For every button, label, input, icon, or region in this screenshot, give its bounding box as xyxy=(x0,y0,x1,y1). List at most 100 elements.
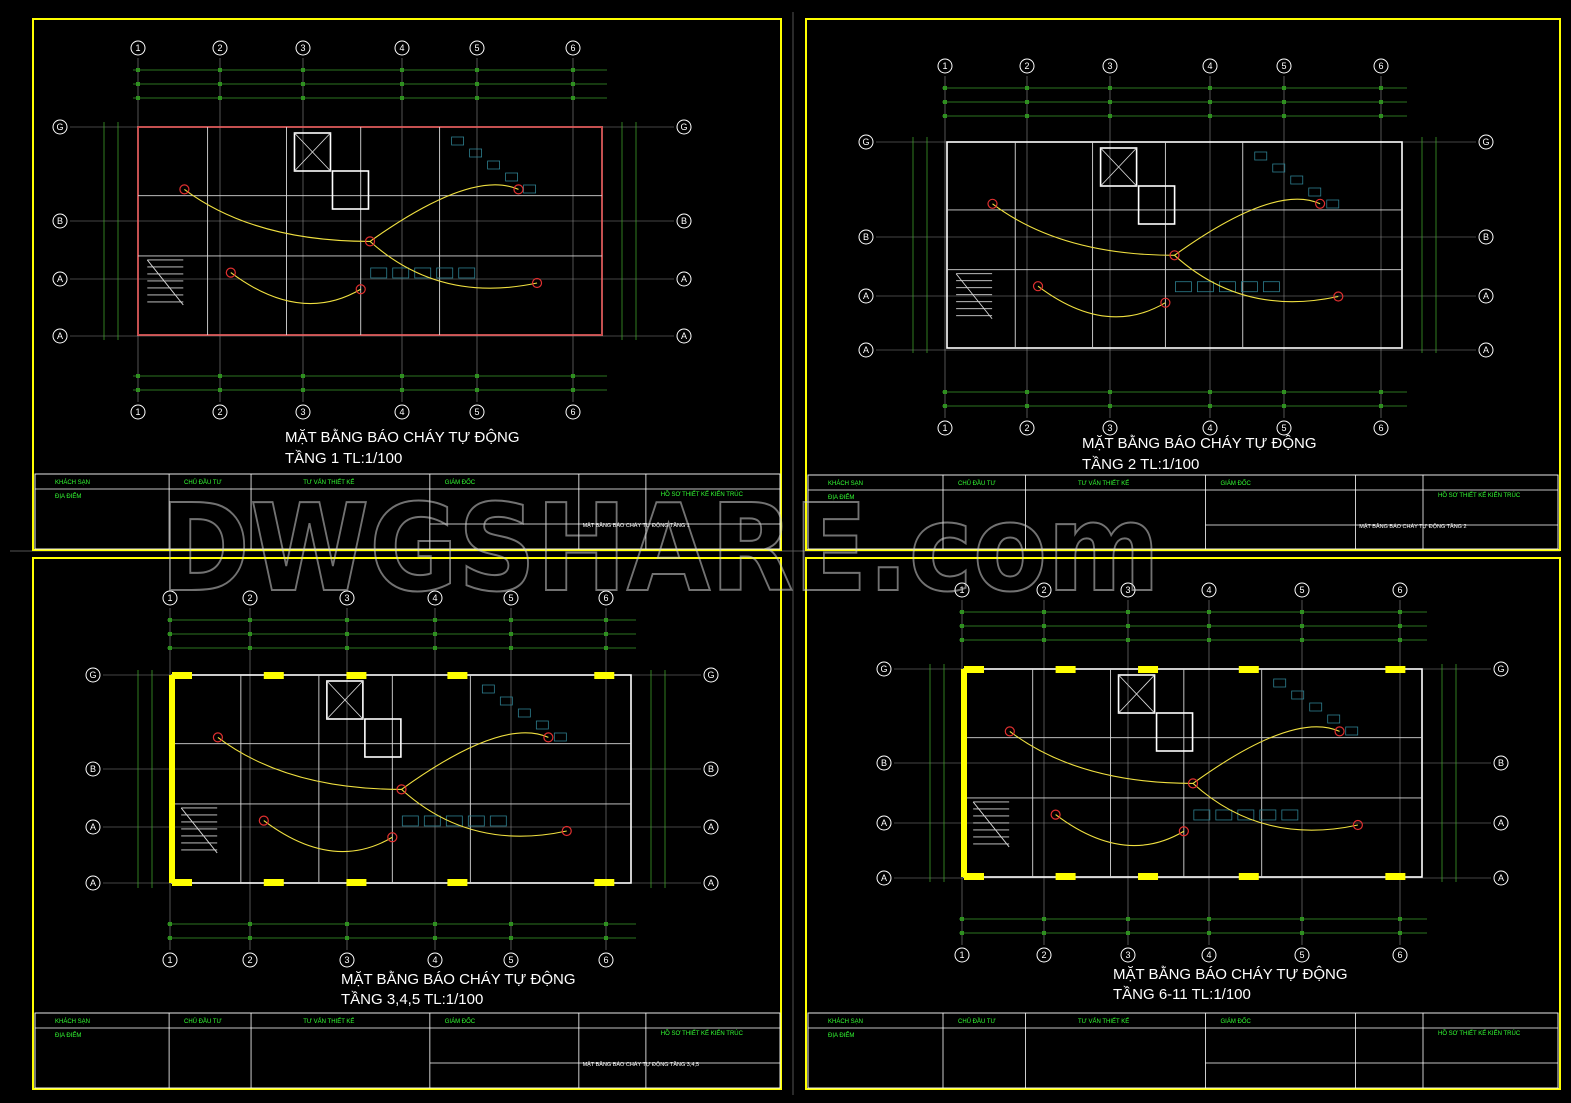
elevator-shaft xyxy=(293,132,332,172)
furniture xyxy=(445,815,463,827)
axis-bubble-bottom xyxy=(339,952,355,968)
furniture xyxy=(1193,809,1211,821)
furniture xyxy=(1309,702,1323,712)
dimension-tick xyxy=(1398,917,1402,921)
dimension-tick xyxy=(168,646,172,650)
axis-bubble-top xyxy=(427,590,443,606)
axis-label-top: 4 xyxy=(1207,61,1212,71)
dimension-tick xyxy=(1108,100,1112,104)
smoke-detector-icon xyxy=(179,184,190,195)
title-block-frame xyxy=(34,473,781,550)
dimension-tick xyxy=(1379,390,1383,394)
axis-label-bottom: 5 xyxy=(474,407,479,417)
axis-bubble-bottom xyxy=(469,404,485,420)
structural-column xyxy=(172,879,192,886)
sheet-title-line1: MẶT BẰNG BÁO CHÁY TỰ ĐỘNG xyxy=(285,428,520,446)
dimension-tick xyxy=(1398,638,1402,642)
axis-label-top: 5 xyxy=(1299,585,1304,595)
dimension-tick xyxy=(1379,404,1383,408)
stair-arrow xyxy=(180,807,218,854)
dimension-tick xyxy=(943,404,947,408)
smoke-detector-icon xyxy=(1169,250,1180,261)
axis-label-top: 4 xyxy=(432,593,437,603)
furniture xyxy=(523,184,536,194)
axis-label-left: A xyxy=(863,291,869,301)
furniture xyxy=(414,267,432,279)
dimension-tick xyxy=(1108,86,1112,90)
axis-label-bottom: 3 xyxy=(300,407,305,417)
axis-bubble-left xyxy=(85,819,101,835)
axis-label-top: 3 xyxy=(1107,61,1112,71)
furniture xyxy=(1291,690,1305,700)
axis-label-bottom: 1 xyxy=(942,423,947,433)
dimension-tick xyxy=(1282,114,1286,118)
structural-column xyxy=(1385,873,1406,880)
axis-bubble-bottom xyxy=(1276,420,1292,436)
axis-bubble-top xyxy=(1276,58,1292,74)
structural-column xyxy=(964,873,984,880)
dimension-tick xyxy=(1108,390,1112,394)
axis-label-top: 1 xyxy=(959,585,964,595)
dimension-tick xyxy=(400,82,404,86)
structural-column xyxy=(447,672,468,679)
furniture xyxy=(1272,163,1286,173)
axis-bubble-bottom xyxy=(598,952,614,968)
axis-bubble-left xyxy=(858,342,874,358)
smoke-detector-icon xyxy=(225,267,236,278)
dimension-tick xyxy=(168,632,172,636)
axis-label-top: 3 xyxy=(344,593,349,603)
dimension-tick xyxy=(1042,931,1046,935)
axis-bubble-left xyxy=(52,213,68,229)
elevator-shaft xyxy=(331,170,370,210)
axis-bubble-left xyxy=(876,661,892,677)
structural-column xyxy=(172,672,192,679)
furniture xyxy=(451,136,465,146)
dimension-tick xyxy=(509,936,513,940)
tb-chu-dau-tu: CHỦ ĐẦU TƯ xyxy=(958,480,996,487)
alarm-wiring xyxy=(1192,782,1358,831)
tb-chu-dau-tu: CHỦ ĐẦU TƯ xyxy=(958,1018,996,1025)
furniture xyxy=(469,148,483,158)
smoke-detector-icon xyxy=(1334,726,1345,737)
dimension-tick xyxy=(136,96,140,100)
furniture xyxy=(392,267,410,279)
axis-label-bottom: 4 xyxy=(1206,950,1211,960)
axis-label-top: 1 xyxy=(167,593,172,603)
outer-wall xyxy=(946,141,1403,349)
axis-label-left: B xyxy=(90,764,96,774)
axis-label-bottom: 2 xyxy=(247,955,252,965)
axis-bubble-bottom xyxy=(242,952,258,968)
tb-giam-doc: GIÁM ĐỐC xyxy=(445,1018,476,1025)
dimension-tick xyxy=(1208,100,1212,104)
furniture xyxy=(1241,281,1258,293)
furniture xyxy=(535,720,549,730)
elevator-cross xyxy=(1118,674,1155,714)
axis-bubble-top xyxy=(339,590,355,606)
furniture xyxy=(487,160,501,170)
structural-column xyxy=(263,672,284,679)
elevator-cross xyxy=(326,680,364,720)
dimension-tick xyxy=(1208,114,1212,118)
dimension-tick xyxy=(1126,931,1130,935)
axis-label-top: 4 xyxy=(1206,585,1211,595)
dimension-tick xyxy=(1207,624,1211,628)
structural-column xyxy=(1385,666,1406,673)
structural-column xyxy=(346,879,367,886)
dimension-tick xyxy=(475,82,479,86)
dimension-tick xyxy=(509,618,513,622)
axis-label-bottom: 4 xyxy=(399,407,404,417)
dimension-tick xyxy=(1208,390,1212,394)
dimension-tick xyxy=(218,388,222,392)
axis-bubble-right xyxy=(676,119,692,135)
axis-bubble-left xyxy=(876,755,892,771)
dimension-tick xyxy=(1300,638,1304,642)
tb-giam-doc: GIÁM ĐỐC xyxy=(1221,480,1252,487)
dimension-tick xyxy=(1282,390,1286,394)
furniture xyxy=(481,684,495,694)
axis-label-right: A xyxy=(1498,873,1504,883)
axis-label-top: 5 xyxy=(508,593,513,603)
axis-bubble-top xyxy=(212,40,228,56)
